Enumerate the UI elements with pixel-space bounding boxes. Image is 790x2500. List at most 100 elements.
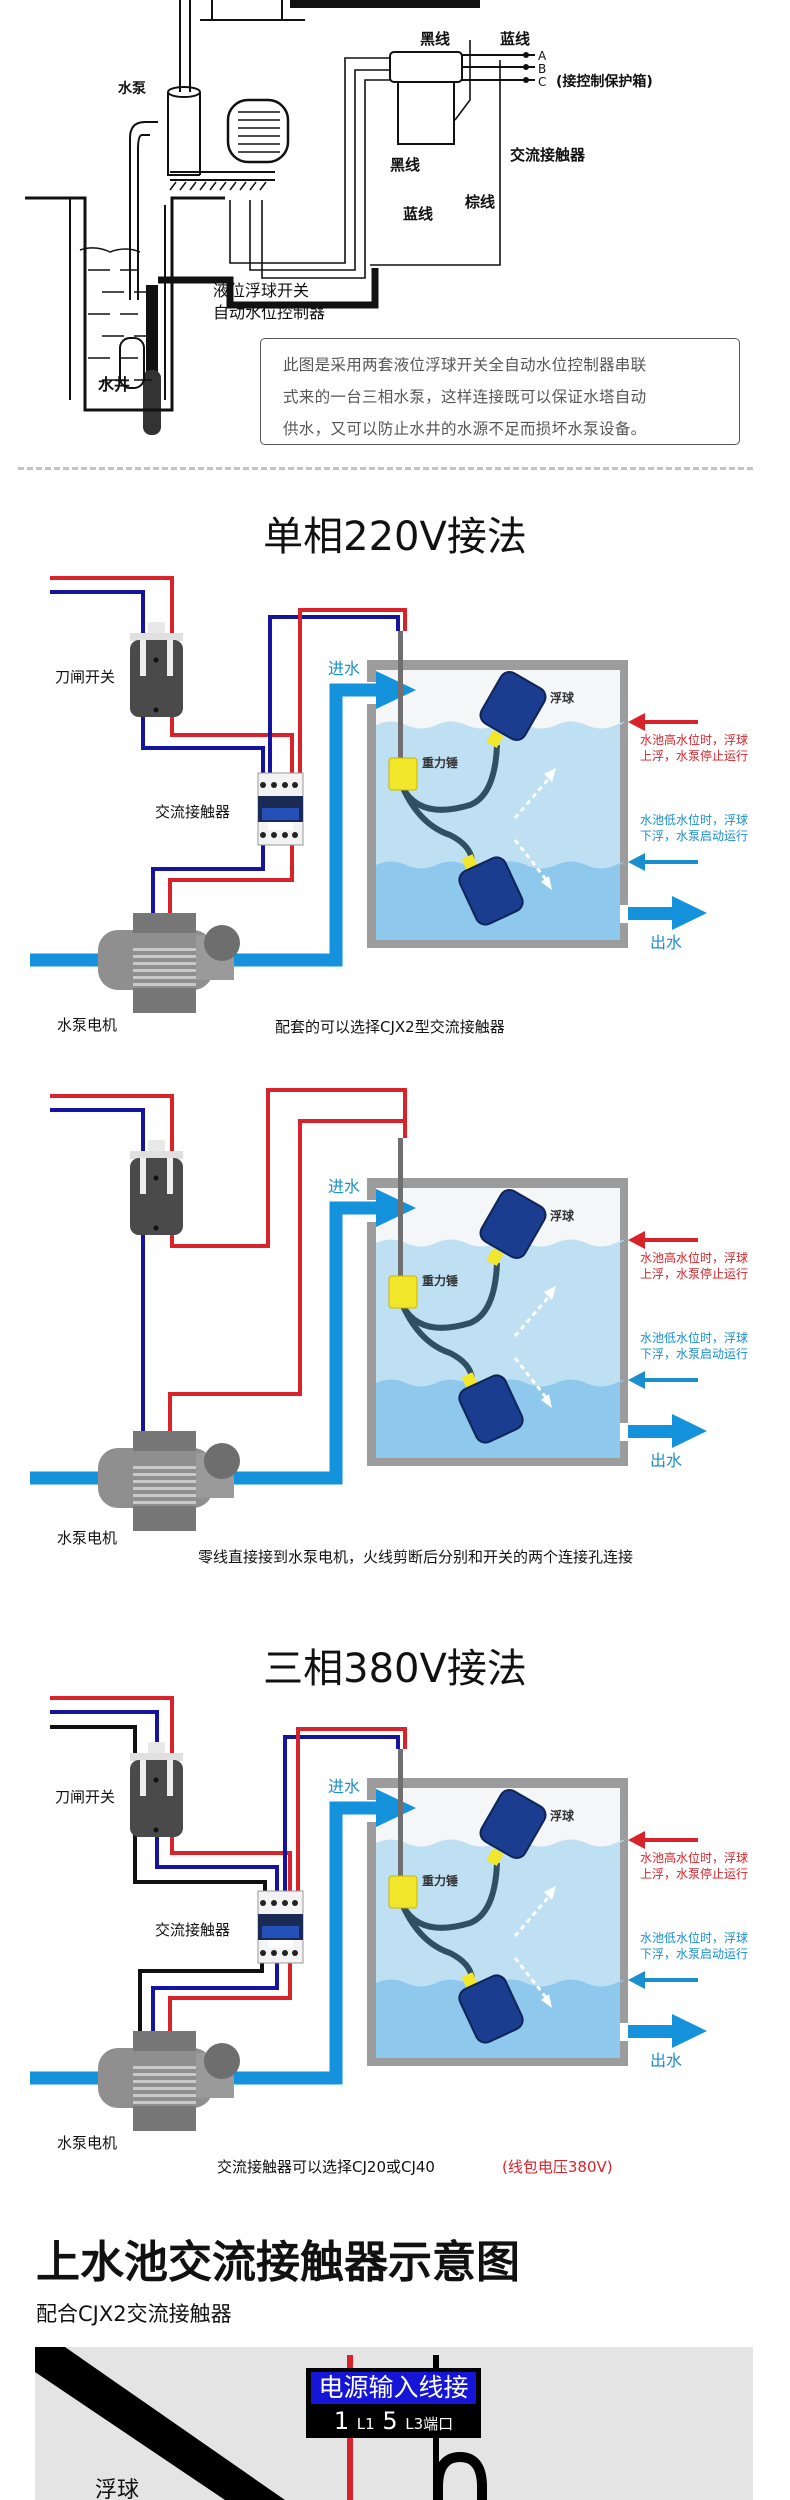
float-label: 浮球 (550, 690, 575, 705)
ground-hatch (169, 181, 267, 191)
outlet-pipe (628, 2025, 674, 2038)
outlet-pipe (628, 1425, 674, 1438)
high-level-arrowhead (628, 1831, 645, 1849)
motor-fin (133, 962, 196, 965)
pump-body (167, 92, 201, 176)
single-phase-diagram: 刀闸开关交流接触器水泵电机进水出水浮球重力锤水池高水位时，浮球上浮，水泵停止运行… (30, 576, 748, 1036)
terminal-l1: L1 (356, 2415, 375, 2433)
knife-switch (130, 1760, 183, 1837)
motor-fin (133, 976, 196, 979)
wire (168, 1119, 405, 1431)
float-rod (398, 631, 403, 760)
float-label: 浮球 (550, 1808, 575, 1823)
terminal-c-label: C (538, 75, 546, 89)
switch-cap (130, 1753, 183, 1761)
wire (151, 845, 265, 913)
motor-fin (133, 2101, 196, 2104)
abc-lines (462, 54, 535, 81)
motor-label: 水泵电机 (57, 1016, 117, 1034)
rise-arrowhead (544, 1286, 556, 1300)
low-level-arrowhead (628, 853, 645, 871)
contactor-label: 交流接触器 (155, 1921, 230, 1939)
motor-fin (133, 1487, 196, 1490)
contactor-terminal (260, 832, 266, 838)
coil-loop (433, 2451, 487, 2500)
upper-float (479, 671, 547, 741)
switch-blade (140, 640, 146, 676)
control-wires (370, 40, 501, 266)
upper-float-cable (400, 1862, 500, 1931)
contactor-section-subtitle: 配合CJX2交流接触器 (36, 2302, 232, 2326)
inlet-arrow (376, 671, 416, 709)
black-wire-bottom-label: 黑线 (390, 156, 420, 174)
brown-wire-label: 棕线 (465, 193, 495, 211)
float-cable (158, 268, 379, 309)
section-divider (18, 467, 753, 472)
gravity-weight (388, 1275, 418, 1309)
low-level-arrowhead (628, 1371, 645, 1389)
contactor-body (397, 81, 455, 145)
switch-screw (153, 1827, 159, 1833)
high-level-arrow (642, 1838, 698, 1842)
terminal-5: 5 (382, 2407, 398, 2435)
weight-label: 重力锤 (422, 1873, 458, 1888)
motor-fin (133, 1480, 196, 1483)
single-phase-title: 单相220V接法 (263, 514, 527, 560)
note-line: 式来的一台三相水泵，这样连接既可以保证水塔自动 (283, 388, 647, 406)
motor-fin (133, 983, 196, 986)
contactor-label: 交流接触器 (510, 146, 586, 164)
outlet-arrow (672, 2014, 707, 2048)
contactor-terminal (282, 782, 288, 788)
switch-label: 刀闸开关 (55, 1788, 115, 1806)
low-level-arrow (642, 1978, 698, 1982)
wire (151, 1963, 279, 2031)
lower-float (458, 856, 524, 926)
high-level-arrowhead (628, 713, 645, 731)
wire (133, 1833, 267, 1891)
terminal-l3: L3端口 (405, 2415, 454, 2433)
caption: 交流接触器可以选择CJ20或CJ40 (217, 2158, 435, 2176)
contactor-terminal (260, 1950, 266, 1956)
caption-highlight: (线包电压380V) (502, 2158, 613, 2176)
wire (296, 1727, 407, 1891)
note-box: 此图是采用两套液位浮球开关全自动水位控制器串联 式来的一台三相水泵，这样连接既可… (260, 338, 740, 445)
motor-fin (133, 1466, 196, 1469)
switch-screw (153, 657, 159, 663)
water-surface (79, 247, 141, 253)
outlet-gap (620, 2023, 630, 2041)
float-controller-label: 自动水位控制器 (213, 303, 325, 322)
motor-label: 水泵电机 (57, 1529, 117, 1547)
switch-blade (140, 1158, 146, 1194)
outlet-arrow (672, 896, 707, 930)
contactor-window (262, 808, 299, 820)
protection-box-label: (接控制保护箱) (556, 73, 653, 90)
low-level-note: 水池低水位时，浮球 (640, 1930, 748, 1945)
caption: 零线直接接到水泵电机，火线剪断后分别和开关的两个连接孔连接 (198, 1548, 633, 1566)
pump-volute (204, 1443, 240, 1479)
submersible-pump (119, 337, 145, 389)
terminal-a-label: A (538, 49, 547, 63)
water-pipe (30, 1801, 378, 2085)
inlet-arrow (376, 1189, 416, 1227)
wire (170, 1088, 407, 1248)
tower-beam (290, 0, 480, 8)
low-level-note: 下浮，水泵启动运行 (640, 1347, 748, 1361)
low-level-note: 下浮，水泵启动运行 (640, 829, 748, 843)
pump-motor (98, 2048, 213, 2108)
wire (50, 1725, 137, 1755)
knife-switch (130, 640, 183, 717)
high-level-arrowhead (628, 1231, 645, 1249)
terminal-labels: 1 L1 5 L3端口 (306, 2405, 481, 2438)
motor-base (170, 171, 275, 181)
motor-fin (133, 2073, 196, 2076)
rise-arrowhead (544, 1886, 556, 1900)
contactor-window (262, 1926, 299, 1938)
high-level-note: 上浮，水泵停止运行 (640, 748, 748, 763)
tower-base (200, 0, 305, 21)
single-phase-direct-diagram: 水泵电机进水出水浮球重力锤水池高水位时，浮球上浮，水泵停止运行水池低水位时，浮球… (30, 1088, 748, 1566)
motor-fin (133, 1501, 196, 1504)
wire (168, 1963, 292, 2031)
caption: 配套的可以选择CJX2型交流接触器 (275, 1018, 505, 1036)
diagonal-wire-band (35, 2347, 285, 2500)
weight-label: 重力锤 (422, 755, 458, 770)
